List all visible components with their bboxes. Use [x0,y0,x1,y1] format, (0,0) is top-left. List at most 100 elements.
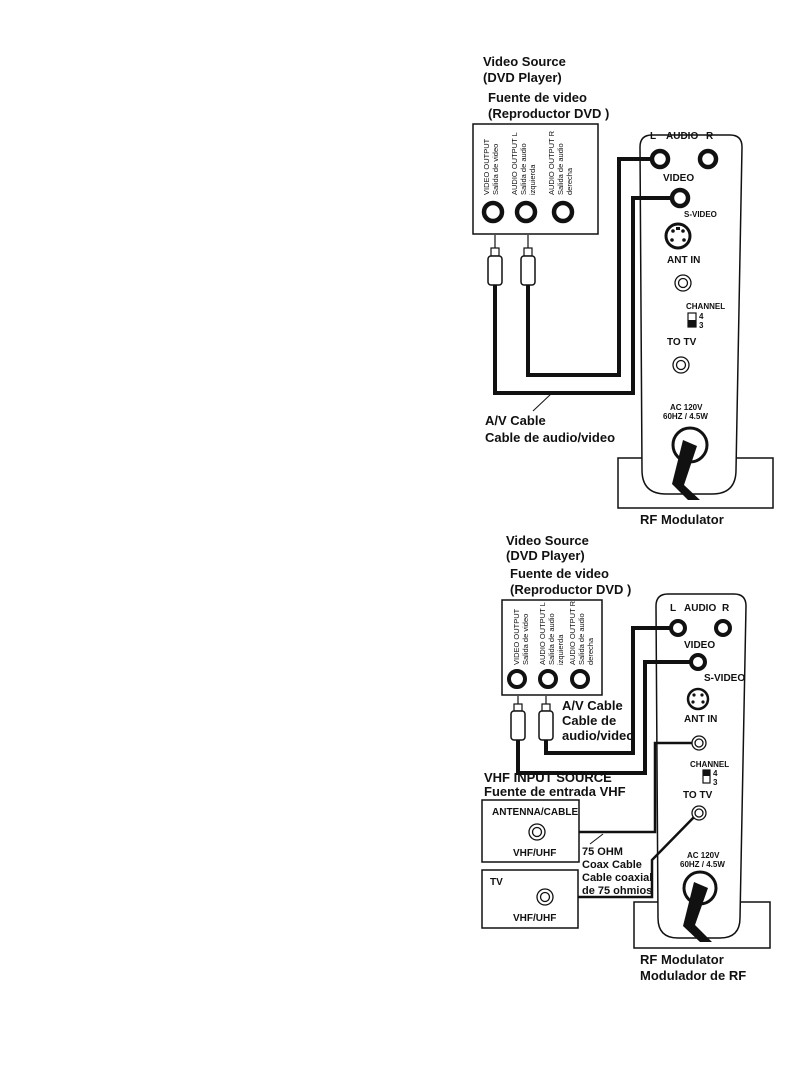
cable2-label-line3: audio/video [562,728,634,743]
svg-text:Salida de audio: Salida de audio [519,143,528,195]
modulator2-caption-line2: Modulador de RF [640,968,746,983]
ant-in-jack [674,274,692,292]
svg-text:VIDEO OUTPUT: VIDEO OUTPUT [512,608,521,665]
antenna-jack [528,823,546,841]
video-input-jack-2 [689,653,707,671]
mod2-power-label-2: 60HZ / 4.5W [680,860,725,869]
mod-power-label-1: AC 120V [670,403,703,412]
svideo-jack [664,222,692,250]
modulator-caption: RF Modulator [640,512,724,527]
svg-text:Salida de audio: Salida de audio [547,613,556,665]
mod-audio-label: AUDIO [666,131,698,142]
vhf-title-line1: VHF INPUT SOURCE [484,770,612,785]
audio-left-jack [514,200,538,224]
svg-text:Salida de audio: Salida de audio [577,613,586,665]
audio-plug-2 [538,696,554,741]
audio-cable [526,157,652,377]
audio-left-jack-2 [538,669,558,689]
coax-label-3: Cable coaxial [582,872,652,884]
to-tv-jack [672,356,690,374]
source2-title-es-line2: (Reproductor DVD ) [510,582,631,597]
mod2-audio-label: AUDIO [684,603,716,614]
mod-antin-label: ANT IN [667,255,700,266]
svg-text:izquierda: izquierda [528,164,537,195]
svideo-jack-2 [686,687,710,711]
vhf-title-line2: Fuente de entrada VHF [484,784,626,799]
svg-text:izquierda: izquierda [556,634,565,665]
to-tv-jack-2 [691,805,707,821]
mod2-ch4-label: 4 [713,769,718,778]
video-output-label: VIDEO OUTPUT Salida de video [482,138,500,195]
audio-cable-2 [544,626,672,755]
svg-text:AUDIO OUTPUT L: AUDIO OUTPUT L [538,602,547,665]
mod2-r-label: R [722,603,730,614]
channel-switch-2 [702,769,711,784]
source-title-en-line2: (DVD Player) [483,70,562,85]
mod2-ch3-label: 3 [713,778,718,787]
channel-switch [687,312,697,328]
diagram-av-and-coax-connection: Video Source (DVD Player) Fuente de vide… [481,533,771,983]
source2-title-en-line1: Video Source [506,533,589,548]
svg-text:AUDIO OUTPUT L: AUDIO OUTPUT L [510,132,519,195]
tv-band-label: VHF/UHF [513,913,556,924]
mod-svideo-label: S-VIDEO [684,210,717,219]
mod-power-label-2: 60HZ / 4.5W [663,412,708,421]
cable-label-leader [532,392,553,412]
source-title-en-line1: Video Source [483,54,566,69]
power-cord [671,426,709,500]
modulator2-caption-line1: RF Modulator [640,952,724,967]
video-cable [493,196,672,395]
mod-ch4-label: 4 [699,312,704,321]
audio-r-input-jack [697,148,719,170]
audio-plug [520,235,536,286]
svg-text:VIDEO OUTPUT: VIDEO OUTPUT [482,138,491,195]
video-cable-2 [516,660,692,775]
coax-label-2: Coax Cable [582,859,642,871]
cable-label-line2: Cable de audio/video [485,430,615,445]
tv-box [481,869,579,929]
audio-right-jack-2 [570,669,590,689]
source-title-es-line2: (Reproductor DVD ) [488,106,609,121]
audio-right-label: AUDIO OUTPUT R Salida de audio derecha [547,130,574,195]
coax-label-leader [589,833,604,845]
source2-title-en-line2: (DVD Player) [506,548,585,563]
mod2-svideo-label: S-VIDEO [704,673,745,684]
mod2-channel-label: CHANNEL [690,760,729,769]
mod2-antin-label: ANT IN [684,714,717,725]
audio-r-input-jack-2 [714,619,732,637]
rf-modulator-body-2 [655,593,747,939]
power-cord-2 [682,870,718,942]
audio-right-jack [551,200,575,224]
antenna-label: ANTENNA/CABLE [492,807,578,818]
audio-l-input-jack [649,148,671,170]
mod2-video-label: VIDEO [684,640,715,651]
antenna-band-label: VHF/UHF [513,848,556,859]
svg-text:Salida de video: Salida de video [521,614,530,665]
tv-jack [536,888,554,906]
mod2-power-label-1: AC 120V [687,851,720,860]
mod-totv-label: TO TV [667,337,697,348]
video-input-jack [669,187,691,209]
audio-left-label: AUDIO OUTPUT L Salida de audio izquierda [510,132,537,195]
audio-right-label-2: AUDIO OUTPUT R Salida de audio derecha [568,600,595,665]
svg-text:Salida de video: Salida de video [491,144,500,195]
video-plug-2 [510,696,526,741]
mod-r-label: R [706,131,714,142]
mod2-totv-label: TO TV [683,790,713,801]
source-title-es-line1: Fuente de video [488,90,587,105]
mod2-l-label: L [670,603,676,614]
video-output-label-2: VIDEO OUTPUT Salida de video [512,608,530,665]
tv-label: TV [490,877,503,888]
svg-text:AUDIO OUTPUT R: AUDIO OUTPUT R [568,600,577,665]
mod-ch3-label: 3 [699,321,704,330]
svg-text:derecha: derecha [586,637,595,665]
svg-text:Salida de audio: Salida de audio [556,143,565,195]
video-plug [487,235,503,286]
coax-tv-cable [548,812,699,899]
diagram-av-connection: Video Source (DVD Player) Fuente de vide… [472,54,774,527]
cable-label-line1: A/V Cable [485,413,546,428]
cable2-label-line1: A/V Cable [562,698,623,713]
source2-title-es-line1: Fuente de video [510,566,609,581]
svg-text:derecha: derecha [565,167,574,195]
